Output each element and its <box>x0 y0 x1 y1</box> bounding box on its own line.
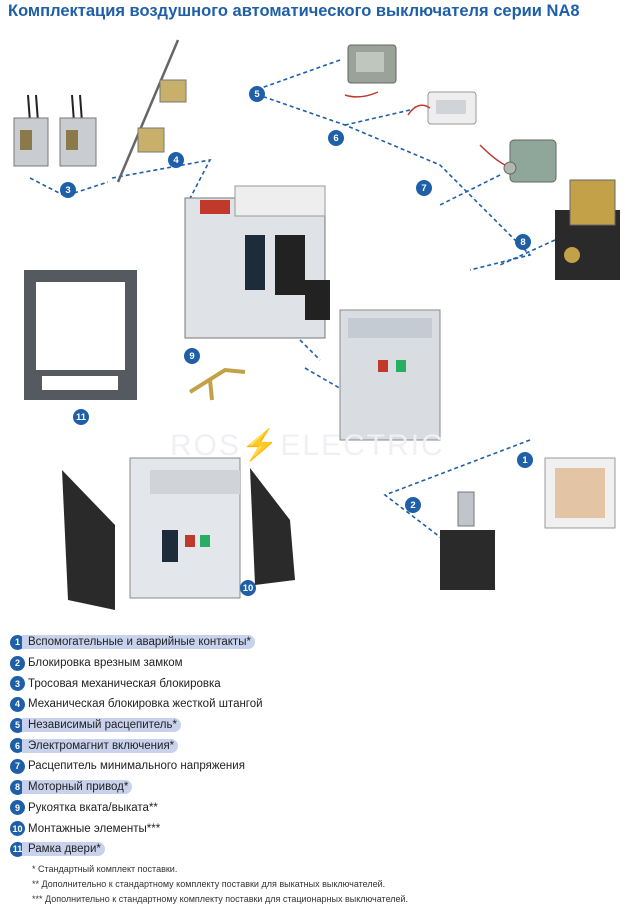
badge-5: 5 <box>249 86 265 102</box>
legend-label: Независимый расцепитель* <box>22 718 181 733</box>
badge-9: 9 <box>184 348 200 364</box>
components-diagram <box>13 39 620 610</box>
auxiliary-contacts-image <box>544 457 616 529</box>
legend-label: Моторный привод* <box>22 780 133 795</box>
page-title: Комплектация воздушного автоматического … <box>8 2 580 20</box>
legend-number: 11 <box>10 841 25 857</box>
mounting-elements-image <box>62 468 295 610</box>
rod-interlock-image <box>116 39 187 183</box>
badge-3: 3 <box>60 182 76 198</box>
undervoltage-release-image <box>479 139 557 183</box>
badge-2: 2 <box>405 497 421 513</box>
legend-number: 5 <box>10 717 25 733</box>
legend-number: 1 <box>10 634 25 650</box>
legend-number: 7 <box>10 758 25 774</box>
footnote: * Стандартный комплект поставки. <box>32 864 178 874</box>
legend-label: Рукоятка вката/выката** <box>28 801 158 814</box>
door-frame-image <box>24 270 137 400</box>
badge-1: 1 <box>517 452 533 468</box>
watermark: ROS⚡ELECTRIC <box>170 429 445 462</box>
badge-4: 4 <box>168 152 184 168</box>
closing-electromagnet-image <box>407 91 477 125</box>
legend-number: 6 <box>10 738 25 754</box>
badge-8: 8 <box>515 234 531 250</box>
connector-lines <box>29 59 556 561</box>
legend-label: Рамка двери* <box>22 842 105 857</box>
legend-label: Блокировка врезным замком <box>28 657 183 670</box>
legend-label: Вспомогательные и аварийные контакты* <box>22 635 255 650</box>
key-lock-image <box>440 491 495 590</box>
shunt-release-image <box>344 44 397 98</box>
badge-6: 6 <box>328 130 344 146</box>
legend-number: 8 <box>10 779 25 795</box>
footnote: *** Дополнительно к стандартному комплек… <box>32 894 409 904</box>
motor-drive-image <box>555 179 620 280</box>
breaker-withdrawable-image <box>184 185 330 339</box>
legend-label: Тросовая механическая блокировка <box>28 677 221 690</box>
breaker-fixed-image <box>129 457 241 599</box>
legend-label: Электромагнит включения* <box>22 738 179 753</box>
footnote: ** Дополнительно к стандартному комплект… <box>32 879 386 889</box>
legend-number: 4 <box>10 696 25 712</box>
legend-number: 10 <box>10 821 25 837</box>
legend-label: Монтажные элементы*** <box>28 822 161 835</box>
legend-label: Механическая блокировка жесткой штангой <box>28 698 263 711</box>
badge-11: 11 <box>73 409 89 425</box>
legend-number: 9 <box>10 800 25 816</box>
cradle-chassis-image <box>339 309 441 441</box>
legend-label: Расцепитель минимального напряжения <box>28 760 245 773</box>
badge-7: 7 <box>416 180 432 196</box>
racking-handle-image <box>188 367 246 401</box>
footnotes: * Стандартный комплект поставки. ** Допо… <box>32 862 408 907</box>
legend-number: 3 <box>10 676 25 692</box>
legend-number: 2 <box>10 655 25 671</box>
cable-interlock-image <box>13 94 97 167</box>
badge-10: 10 <box>240 580 256 596</box>
